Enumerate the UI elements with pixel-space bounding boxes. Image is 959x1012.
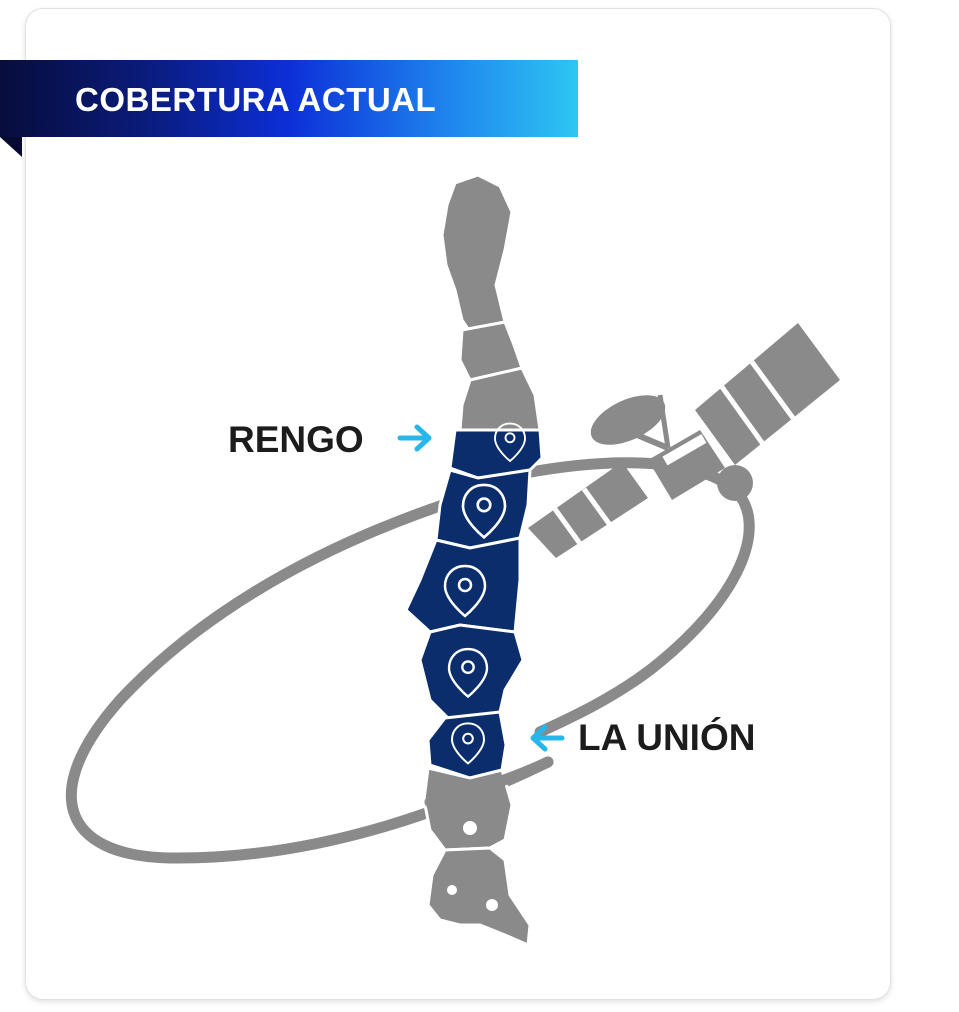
satellite-icon <box>528 323 840 558</box>
region-covered-5 <box>426 710 508 780</box>
region-south-2 <box>426 846 532 948</box>
satellite-orbit <box>65 457 755 864</box>
region-north-1 <box>440 173 514 334</box>
label-rengo: RENGO <box>228 419 364 460</box>
banner <box>0 60 578 137</box>
arrow-right-icon <box>397 424 432 452</box>
region-covered-3 <box>404 536 522 634</box>
location-pin-icon <box>461 483 507 540</box>
arrow-left-icon <box>530 724 565 752</box>
banner-fold <box>0 137 22 157</box>
satellite-orbit-front <box>424 756 554 808</box>
location-pin-icon <box>494 422 526 463</box>
location-pin-icon <box>450 722 486 765</box>
location-pin-icon <box>443 564 487 618</box>
location-pin-icon <box>447 647 489 699</box>
location-pins <box>443 422 526 765</box>
label-la-union: LA UNIÓN <box>578 717 756 758</box>
chile-map <box>404 173 544 948</box>
banner-title: COBERTURA ACTUAL <box>75 81 437 118</box>
